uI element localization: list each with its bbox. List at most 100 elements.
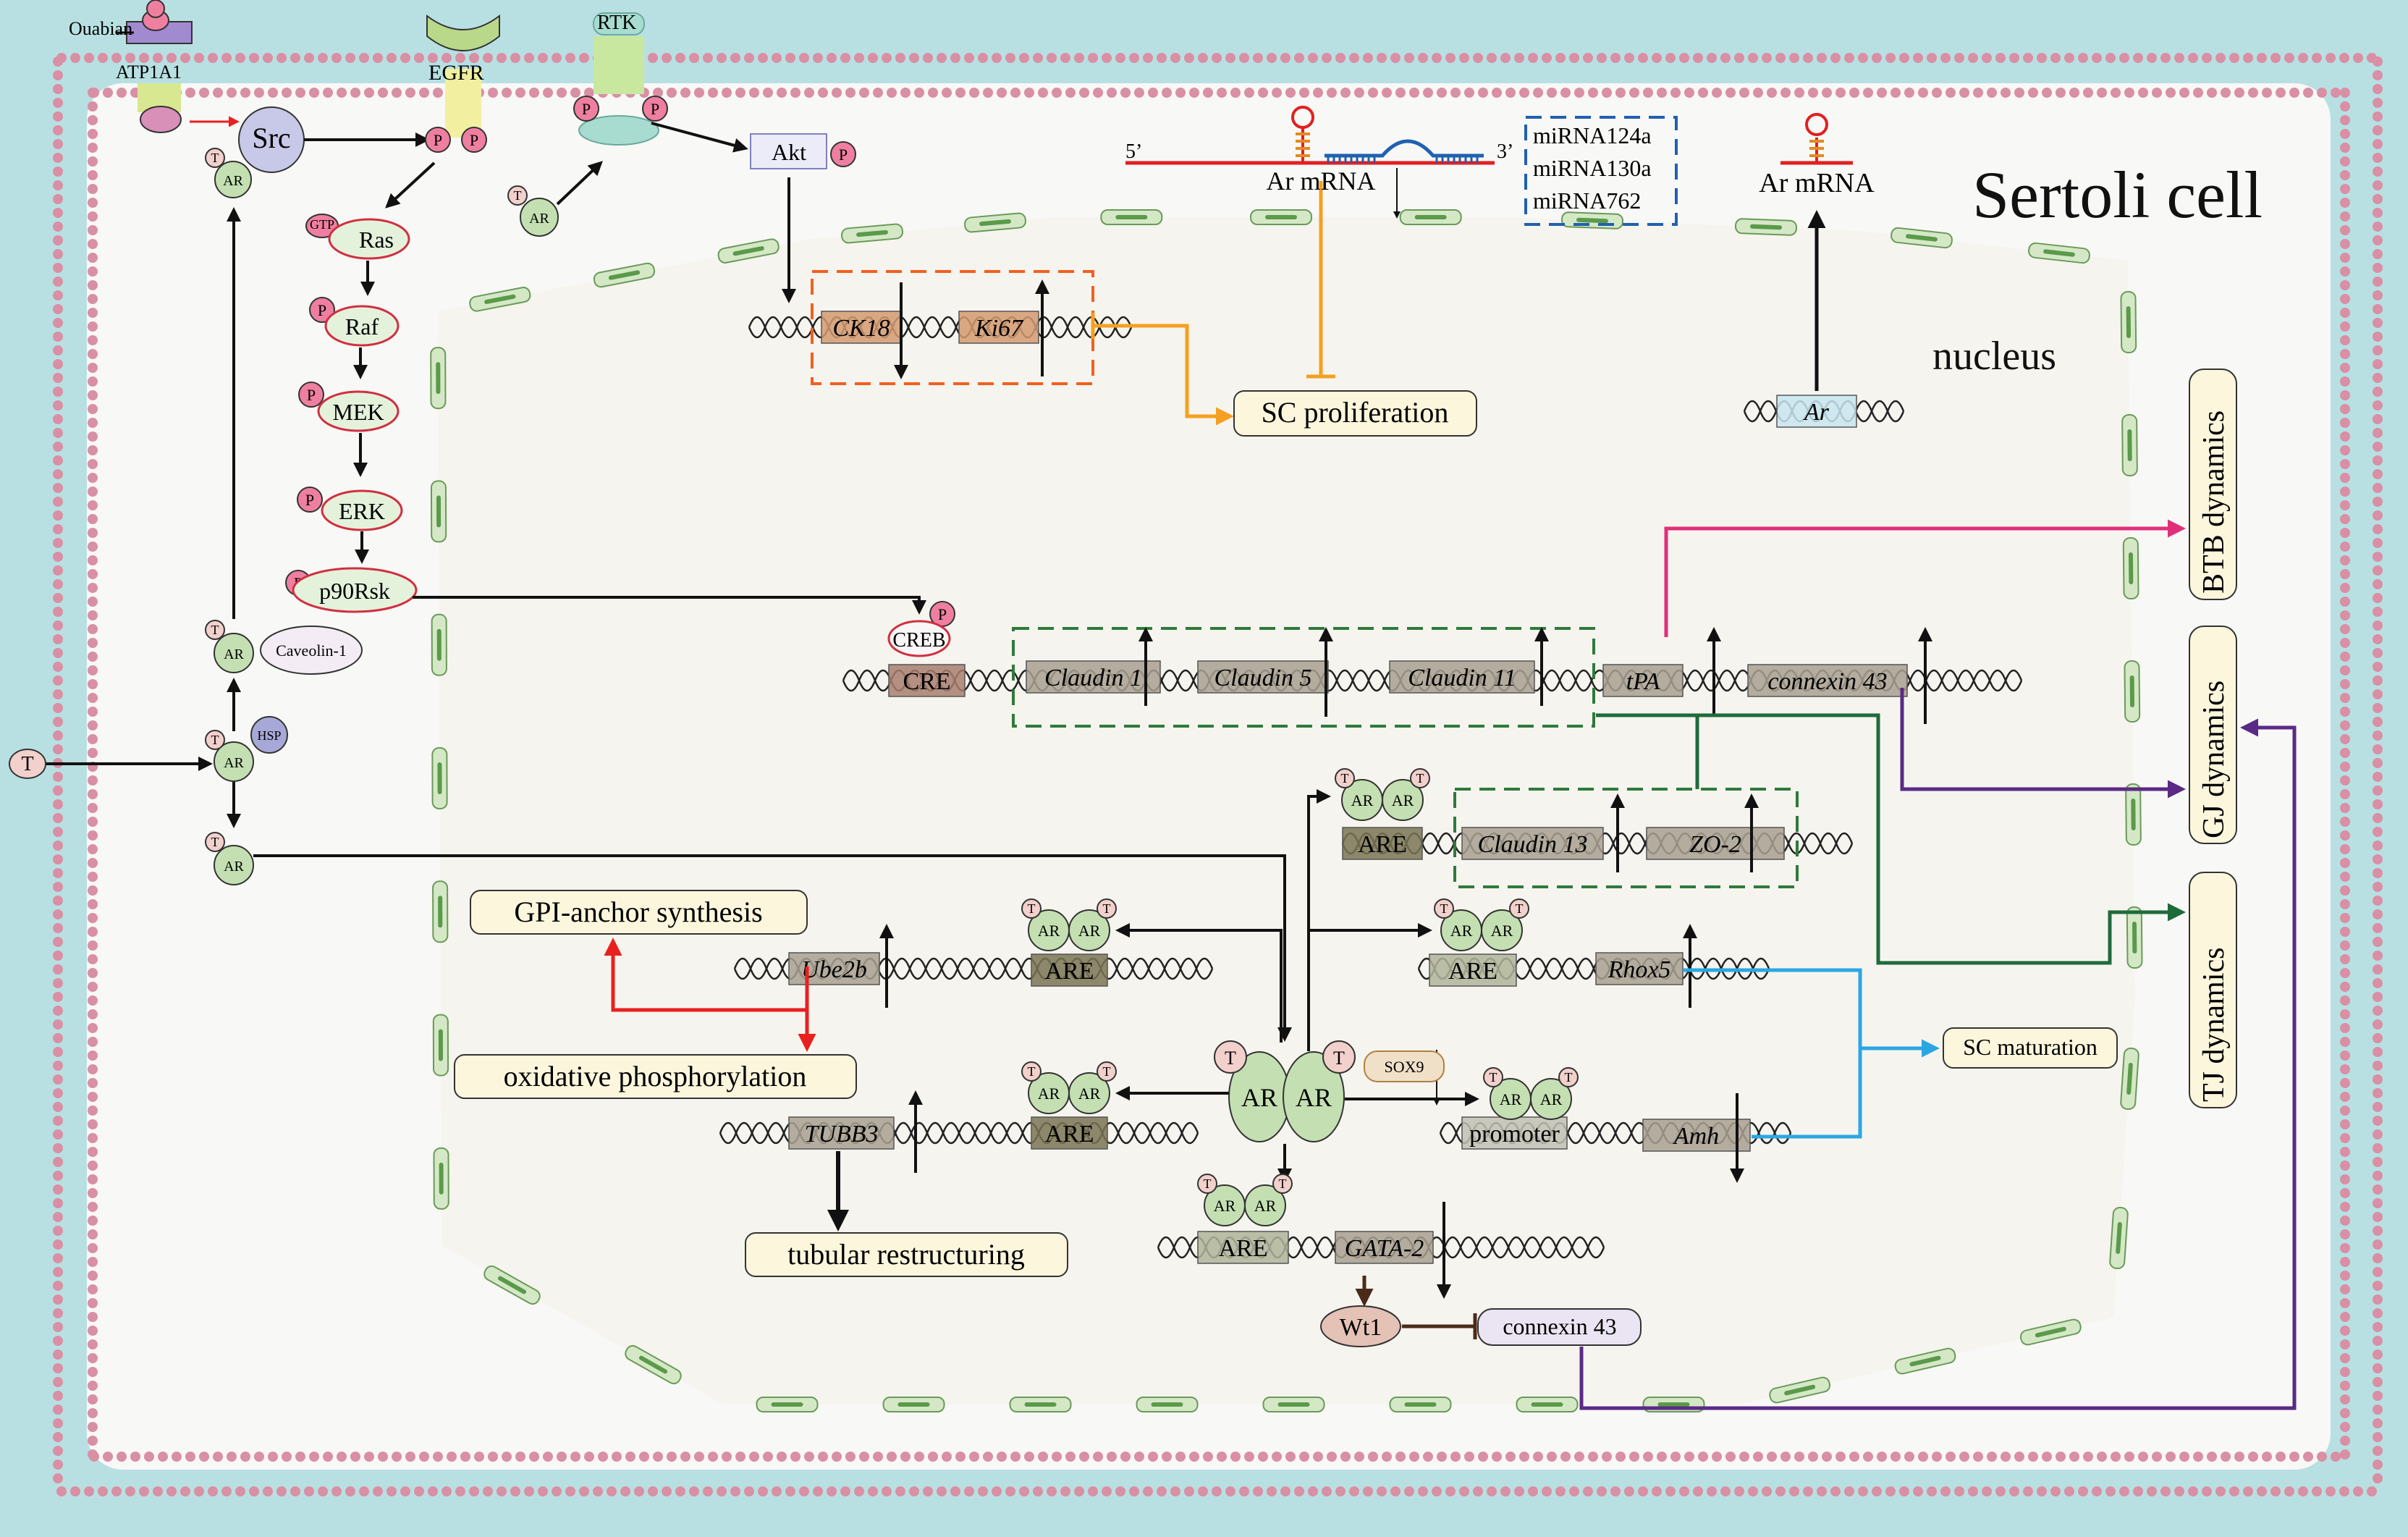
membrane-bead bbox=[103, 88, 113, 98]
membrane-bead bbox=[2064, 53, 2074, 63]
membrane-bead bbox=[1088, 1486, 1098, 1496]
phospho-label: P bbox=[839, 146, 848, 164]
membrane-bead bbox=[235, 53, 245, 63]
membrane-bead bbox=[680, 88, 690, 98]
membrane-bead bbox=[543, 88, 553, 98]
membrane-bead bbox=[331, 1486, 342, 1496]
membrane-bead bbox=[2373, 249, 2383, 259]
membrane-bead bbox=[1198, 53, 1208, 63]
svg-text:T: T bbox=[514, 188, 522, 203]
membrane-bead bbox=[378, 88, 388, 98]
membrane-bead bbox=[1033, 53, 1043, 63]
membrane-bead bbox=[53, 579, 63, 589]
membrane-bead bbox=[88, 239, 98, 249]
akt bbox=[750, 133, 827, 169]
membrane-bead bbox=[2340, 803, 2350, 813]
tj-connector bbox=[1596, 713, 2186, 965]
membrane-bead bbox=[1065, 1452, 1076, 1462]
membrane-bead bbox=[1885, 1486, 1896, 1496]
membrane-bead bbox=[804, 88, 814, 98]
membrane-bead bbox=[199, 1452, 209, 1462]
membrane-bead bbox=[2373, 937, 2383, 947]
membrane-bead bbox=[2373, 1212, 2383, 1222]
membrane-bead bbox=[529, 1452, 539, 1462]
membrane-bead bbox=[1120, 1452, 1131, 1462]
membrane-bead bbox=[1794, 1452, 1804, 1462]
nuclear-pore bbox=[469, 287, 531, 312]
membrane-bead bbox=[295, 88, 305, 98]
membrane-bead bbox=[1500, 1486, 1511, 1496]
membrane-bead bbox=[2312, 1486, 2322, 1496]
membrane-bead bbox=[1382, 88, 1392, 98]
membrane-bead bbox=[2367, 1486, 2377, 1496]
membrane-bead bbox=[1574, 88, 1584, 98]
membrane-bead bbox=[1959, 88, 1969, 98]
membrane-bead bbox=[538, 53, 548, 63]
membrane-bead bbox=[53, 414, 63, 424]
membrane-bead bbox=[1244, 88, 1254, 98]
membrane-bead bbox=[88, 129, 98, 139]
caveolin-label: Caveolin-1 bbox=[276, 641, 347, 660]
membrane-bead bbox=[88, 1367, 98, 1377]
membrane-bead bbox=[53, 951, 63, 961]
membrane-bead bbox=[1102, 53, 1112, 63]
membrane-bead bbox=[88, 143, 98, 153]
membrane-bead bbox=[2373, 139, 2383, 149]
nuclear-pore bbox=[882, 1397, 945, 1412]
tj-box bbox=[2189, 872, 2237, 1108]
membrane-bead bbox=[2014, 88, 2024, 98]
membrane-bead bbox=[840, 1486, 850, 1496]
dna-helix bbox=[748, 316, 1133, 339]
membrane-bead bbox=[2373, 332, 2383, 342]
membrane-bead bbox=[419, 88, 429, 98]
membrane-bead bbox=[2193, 1452, 2203, 1462]
membrane-bead bbox=[364, 88, 374, 98]
membrane-bead bbox=[70, 53, 80, 63]
membrane-bead bbox=[53, 675, 63, 686]
membrane-bead bbox=[1891, 1452, 1901, 1462]
membrane-bead bbox=[1423, 88, 1433, 98]
membrane-bead bbox=[282, 88, 292, 98]
membrane-bead bbox=[2373, 1253, 2383, 1263]
membrane-bead bbox=[1803, 53, 1813, 63]
membrane-bead bbox=[1024, 1452, 1034, 1462]
membrane-bead bbox=[359, 1486, 369, 1496]
membrane-bead bbox=[88, 1133, 98, 1143]
membrane-bead bbox=[969, 88, 979, 98]
membrane-bead bbox=[53, 1171, 63, 1181]
membrane-bead bbox=[2340, 445, 2350, 455]
svg-text:T: T bbox=[1028, 901, 1036, 916]
membrane-bead bbox=[887, 1452, 897, 1462]
membrane-bead bbox=[2340, 1147, 2350, 1157]
membrane-bead bbox=[2373, 648, 2383, 658]
membrane-bead bbox=[1830, 53, 1841, 63]
phospho-label: P bbox=[651, 100, 659, 118]
membrane-bead bbox=[2340, 720, 2350, 730]
membrane-bead bbox=[1115, 53, 1125, 63]
membrane-bead bbox=[53, 717, 63, 727]
membrane-bead bbox=[763, 1452, 773, 1462]
membrane-bead bbox=[1170, 1486, 1180, 1496]
membrane-bead bbox=[2373, 98, 2383, 108]
membrane-bead bbox=[88, 1216, 98, 1226]
ar-dimer-central bbox=[1214, 1040, 1356, 1142]
membrane-bead bbox=[2133, 53, 2143, 63]
membrane-bead bbox=[1808, 1452, 1818, 1462]
membrane-bead bbox=[799, 1486, 809, 1496]
nuclear-pore bbox=[1769, 1376, 1831, 1404]
membrane-bead bbox=[53, 222, 63, 232]
nuclear-pore bbox=[2126, 906, 2143, 969]
membrane-bead bbox=[1134, 1452, 1144, 1462]
btb-label: BTB dynamics bbox=[2197, 410, 2231, 594]
membrane-bead bbox=[53, 703, 63, 713]
membrane-bead bbox=[538, 1486, 548, 1496]
membrane-bead bbox=[887, 88, 897, 98]
membrane-bead bbox=[2340, 459, 2350, 469]
membrane-bead bbox=[1005, 1486, 1015, 1496]
membrane-bead bbox=[2092, 53, 2102, 63]
membrane-bead bbox=[53, 593, 63, 603]
membrane-bead bbox=[98, 53, 108, 63]
membrane-bead bbox=[2340, 707, 2350, 717]
membrane-bead bbox=[53, 139, 63, 149]
